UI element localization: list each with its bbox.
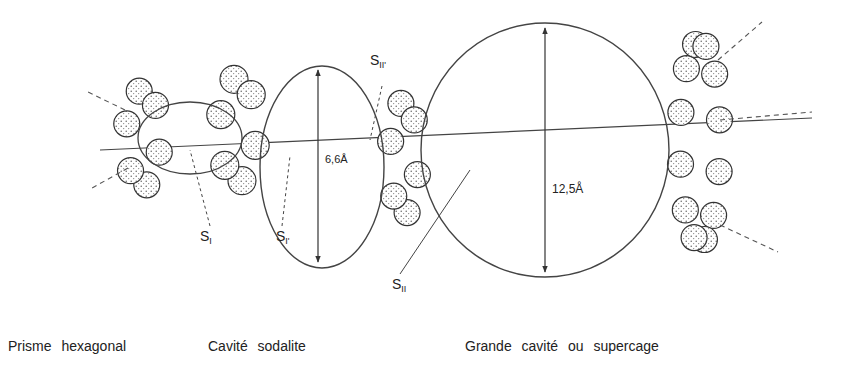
cavity-outline: [421, 23, 669, 277]
oxygen-atom: [667, 151, 693, 177]
oxygen-atom: [142, 92, 168, 118]
site-label: SI': [276, 228, 290, 246]
oxygen-atom: [681, 225, 707, 251]
oxygen-atom: [706, 159, 732, 185]
diameter-label: 6,6Å: [325, 153, 348, 165]
axis-line: [100, 118, 812, 150]
prism-outline: [138, 102, 242, 174]
atom-ring: [378, 90, 431, 225]
oxygen-atom: [241, 131, 269, 159]
site-label: SII: [392, 276, 406, 294]
oxygen-atom: [668, 99, 694, 125]
dashed-bonds: [88, 22, 812, 252]
site-label: SI: [200, 228, 212, 246]
dimension-line: [544, 28, 545, 272]
cage-caption: Grande cavité ou supercage: [465, 338, 659, 354]
cage-caption: Prisme hexagonal: [8, 338, 126, 354]
oxygen-atom: [707, 107, 733, 133]
dimension-line: [317, 70, 318, 262]
oxygen-atom: [693, 33, 719, 59]
supercage: 12,5Å: [420, 22, 670, 278]
atom-ring: [667, 31, 732, 252]
cage-caption: Cavité sodalite: [208, 338, 306, 354]
diameter-label: 12,5Å: [552, 182, 583, 196]
cavity-outline: [260, 66, 384, 268]
oxygen-atom: [673, 56, 699, 82]
atom-ring: [114, 78, 172, 198]
oxygen-atom: [702, 61, 728, 87]
oxygen-atom: [237, 81, 265, 109]
oxygen-atom: [114, 111, 140, 137]
oxygen-atom: [701, 202, 727, 228]
oxygen-atom: [672, 197, 698, 223]
cavity-outline: [420, 22, 670, 278]
oxygen-atom: [118, 158, 144, 184]
oxygen-atom: [381, 183, 407, 209]
oxygen-atom: [404, 162, 430, 188]
site-label: SII': [370, 52, 386, 70]
leader-lines: [190, 86, 470, 274]
